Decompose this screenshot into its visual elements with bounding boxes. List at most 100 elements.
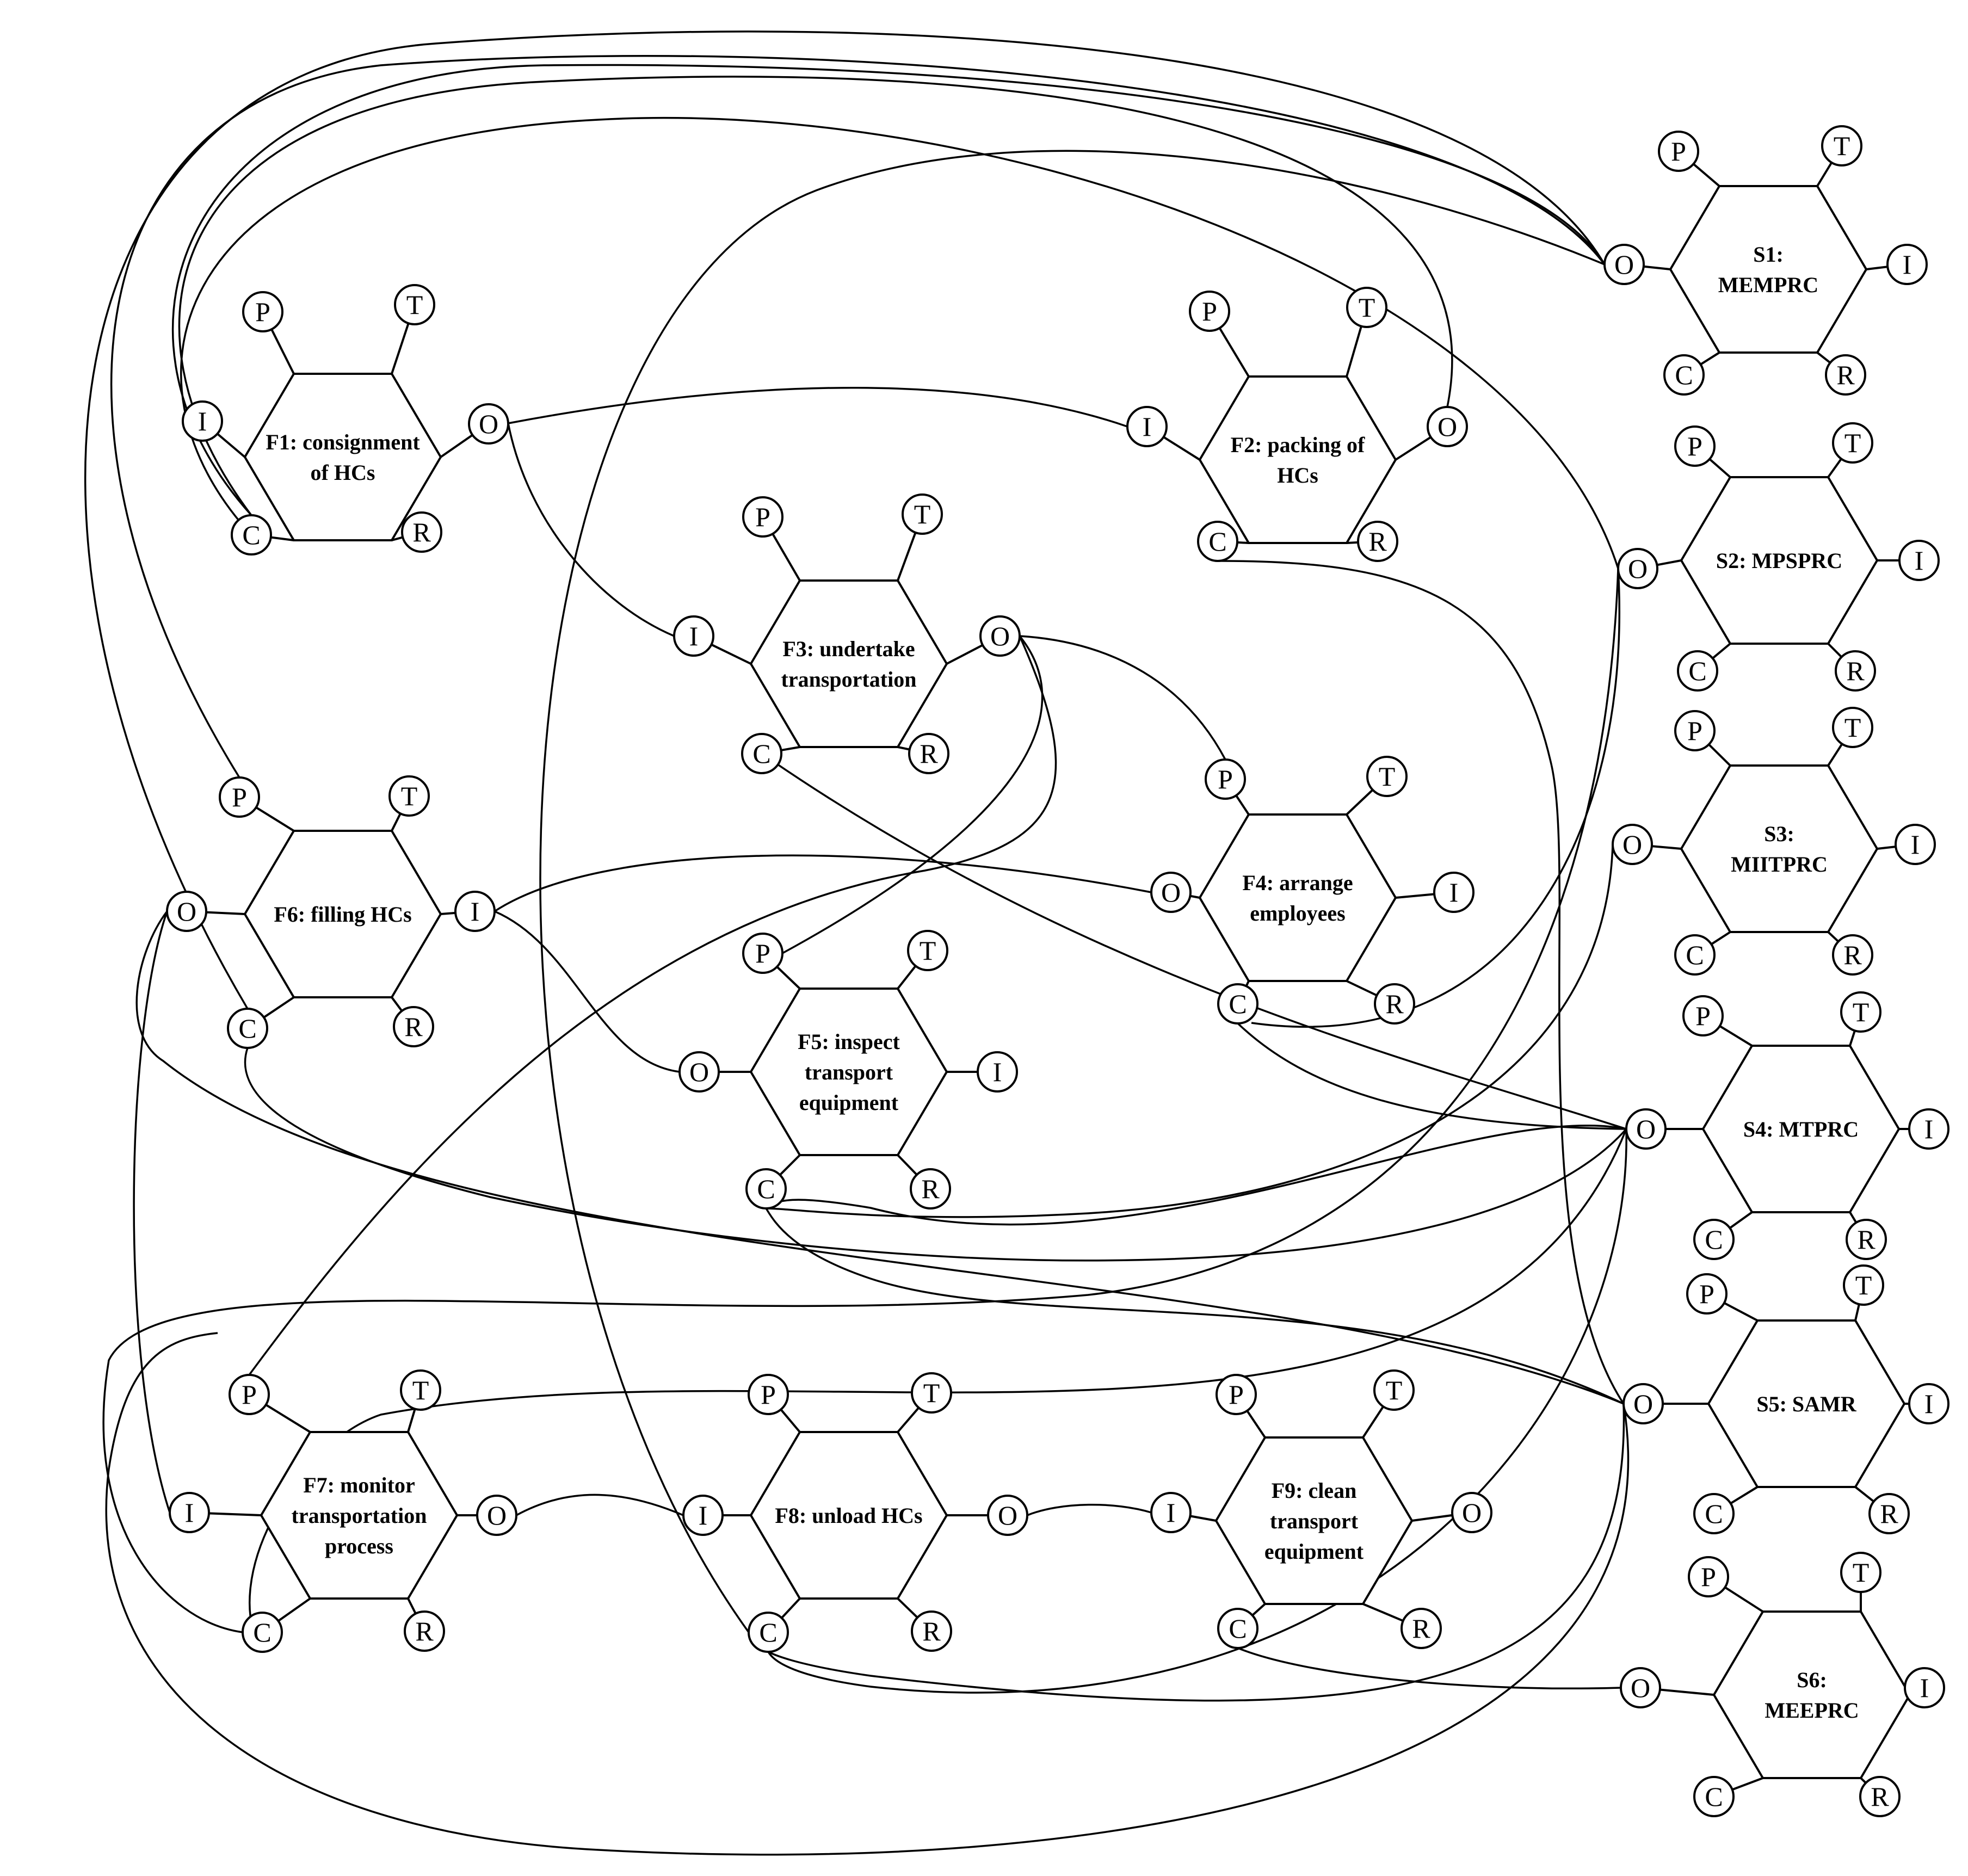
input-port <box>1150 1492 1192 1533</box>
time-port-letter: T <box>1386 1375 1403 1405</box>
aspect-stub <box>1346 541 1359 544</box>
aspect-stub <box>1730 1486 1759 1504</box>
coupling-line <box>135 910 1624 1405</box>
function-hexagon <box>243 373 442 541</box>
control-port-letter: C <box>1705 1781 1723 1812</box>
coupling-line <box>494 910 680 1073</box>
coupling-line <box>248 635 1057 1376</box>
output-port-letter: O <box>1438 411 1457 442</box>
control-port-letter: C <box>1686 940 1704 970</box>
control-port-letter: C <box>1229 1613 1247 1644</box>
input-port-letter: I <box>1903 249 1912 280</box>
input-port <box>1908 1383 1950 1424</box>
input-port <box>454 891 496 932</box>
function-label: F3: undertake <box>782 637 915 661</box>
output-port <box>987 1495 1028 1536</box>
time-port-letter: T <box>412 1375 429 1405</box>
function-label: equipment <box>1264 1539 1364 1564</box>
output-port <box>468 403 509 445</box>
resource-port-letter: R <box>1880 1498 1898 1529</box>
control-port <box>1663 354 1705 396</box>
time-port-letter: T <box>1853 1557 1870 1588</box>
coupling-line <box>133 911 171 1513</box>
resource-port-letter: R <box>1836 360 1855 390</box>
output-port <box>1620 1667 1661 1708</box>
output-port-letter: O <box>990 621 1010 651</box>
aspect-stub <box>277 1597 311 1622</box>
resource-port-letter: R <box>415 1616 434 1646</box>
aspect-stub <box>1237 541 1249 544</box>
aspect-stub <box>780 1409 801 1433</box>
aspect-stub <box>391 323 410 374</box>
input-port-letter: I <box>1915 545 1924 576</box>
coupling-line <box>1237 1022 1627 1130</box>
time-port <box>394 284 435 325</box>
output-port <box>1603 244 1645 285</box>
function-label: F9: clean <box>1272 1478 1357 1503</box>
input-port <box>1908 1108 1950 1150</box>
precondition-port <box>748 1374 789 1415</box>
control-port <box>1693 1776 1735 1817</box>
function-label: S4: MTPRC <box>1743 1117 1859 1141</box>
control-port <box>1677 650 1718 692</box>
input-port-letter: I <box>1449 877 1459 908</box>
output-port <box>1612 824 1653 865</box>
precondition-port <box>1658 131 1699 172</box>
precondition-port-letter: P <box>755 938 770 968</box>
output-port <box>1622 1383 1664 1424</box>
aspect-stub <box>1643 265 1671 270</box>
output-port-letter: O <box>1161 877 1181 908</box>
aspect-stub <box>1723 1302 1758 1322</box>
aspect-stub <box>897 1406 920 1433</box>
aspect-stub <box>208 1512 262 1516</box>
resource-port-letter: R <box>1412 1613 1430 1644</box>
precondition-port <box>1688 1556 1729 1597</box>
aspect-stub <box>270 329 295 374</box>
output-port <box>979 615 1021 657</box>
control-port-letter: C <box>1705 1498 1723 1529</box>
aspect-stub <box>1346 980 1378 997</box>
aspect-stub <box>1657 559 1682 566</box>
precondition-port <box>1682 995 1724 1036</box>
aspect-stub <box>1346 789 1374 816</box>
function-label: transport <box>805 1060 893 1084</box>
function-label: transportation <box>292 1503 427 1528</box>
coupling-line <box>516 1494 684 1516</box>
resource-port <box>1401 1608 1442 1649</box>
aspect-stub <box>1849 1211 1858 1224</box>
coupling-line <box>1027 1503 1152 1516</box>
input-port <box>1898 540 1940 581</box>
control-port <box>1674 934 1716 976</box>
aspect-stub <box>1395 893 1435 899</box>
aspect-stub <box>270 536 294 541</box>
function-hexagon <box>1198 813 1397 982</box>
time-port <box>1346 287 1387 328</box>
time-port <box>1832 707 1873 748</box>
precondition-port-letter: P <box>755 502 770 532</box>
aspect-stub <box>1395 436 1432 461</box>
aspect-stub <box>1651 845 1682 850</box>
control-port <box>745 1168 787 1209</box>
time-port <box>388 775 430 817</box>
function-hexagon <box>1680 764 1879 933</box>
aspect-stub <box>1854 1304 1860 1321</box>
time-port-letter: T <box>1855 1270 1872 1300</box>
coupling-line <box>105 1332 1630 1856</box>
aspect-stub <box>1708 458 1731 478</box>
function-hexagon <box>749 988 948 1156</box>
input-port <box>1886 244 1928 285</box>
resource-port-letter: R <box>1846 656 1865 686</box>
aspect-stub <box>1246 1410 1266 1439</box>
resource-port-letter: R <box>412 517 431 547</box>
control-port <box>242 1612 283 1653</box>
resource-port <box>1868 1493 1910 1534</box>
aspect-stub <box>265 1404 311 1433</box>
output-port <box>1427 406 1468 447</box>
precondition-port-letter: P <box>1687 715 1702 746</box>
function-hexagon <box>1712 1610 1911 1779</box>
time-port-letter: T <box>1853 997 1870 1027</box>
output-port <box>1617 548 1658 589</box>
function-label: transport <box>1270 1509 1359 1533</box>
input-port <box>673 615 714 657</box>
